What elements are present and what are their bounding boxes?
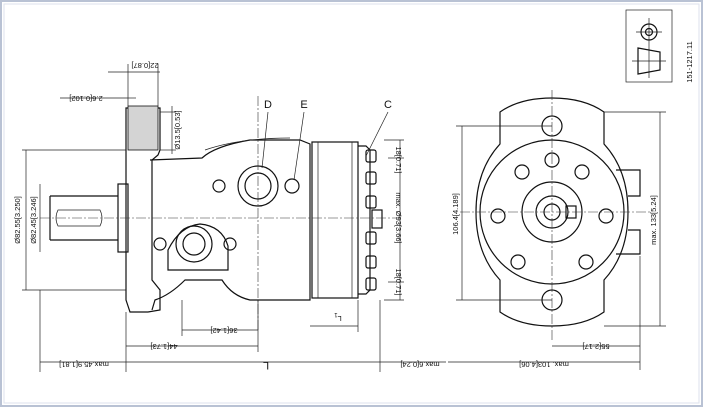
front-view: [448, 90, 666, 370]
projection-cone: [637, 47, 661, 75]
port-lower-inner: [182, 232, 206, 256]
dim-shaft-inner: Ø82.45[3.246]: [29, 196, 38, 244]
end-plug: [371, 209, 383, 229]
dim-shaft-outer: Ø82.55[3.250]: [13, 196, 22, 244]
front-flange-outline: [475, 97, 629, 327]
dim-max-dia: max. Ø93[3.66]: [394, 192, 403, 243]
side-view: [22, 64, 446, 372]
drawing-number: 151-1217.11: [685, 41, 694, 83]
port-label-d: D: [264, 99, 272, 111]
flange-section-hatch: [127, 105, 159, 151]
dim-max-45: max.45.9[1.81]: [59, 360, 109, 369]
dim-front-height: 106.4[4.189]: [451, 193, 460, 235]
annotations: 151-1217.11 D E C 22[0.87] 2.6[0.102] Ø1…: [13, 41, 694, 371]
lower-port-boss: [167, 223, 229, 271]
dim-hole-dia: Ø13.5[0.53]: [173, 110, 182, 149]
dim-max-6: max.6[0.24]: [400, 360, 439, 369]
frame-inner-border: [3, 3, 700, 404]
projection-box: [625, 9, 673, 83]
dim-front-max103: max. 103[4.06]: [519, 360, 569, 369]
bolt-lower-left: [153, 237, 167, 251]
housing-outline: [149, 139, 311, 311]
leader-c: [365, 111, 389, 157]
port-label-e: E: [300, 99, 307, 111]
dim-right-top: 18[0.71]: [394, 146, 403, 173]
housing-top-edge: [204, 137, 291, 151]
front-port-boss-top: [616, 169, 641, 197]
port-e: [284, 178, 300, 194]
port-lower-outer: [175, 225, 213, 263]
end-cap: [358, 145, 371, 295]
port-label-c: C: [384, 99, 392, 111]
dim-front-55: 55[2.17]: [582, 342, 609, 351]
dim-44: 44[1.73]: [150, 342, 177, 351]
shaft-key: [55, 209, 103, 227]
dim-36: 36[1.42]: [210, 326, 237, 335]
bolt-upper-left: [212, 179, 226, 193]
leader-e: [293, 111, 305, 181]
end-cap-bolts: [365, 149, 377, 291]
dim-right-bottom: 18[0.71]: [394, 268, 403, 295]
dim-top-flange: 22[0.87]: [131, 61, 158, 70]
dim-left-offset: 2.6[0.102]: [69, 94, 102, 103]
gerotor-section: [311, 141, 359, 299]
bolt-lower-right: [223, 237, 237, 251]
leader-d: [261, 111, 269, 169]
dim-l1: L1: [334, 311, 342, 323]
mounting-flange: [125, 107, 161, 313]
dim-l: L: [263, 359, 269, 371]
front-bolts: [490, 152, 614, 270]
projection-symbol: [625, 9, 673, 83]
front-port-boss-bottom: [616, 229, 641, 255]
dim-front-max133: max. 133[5.24]: [649, 195, 658, 245]
